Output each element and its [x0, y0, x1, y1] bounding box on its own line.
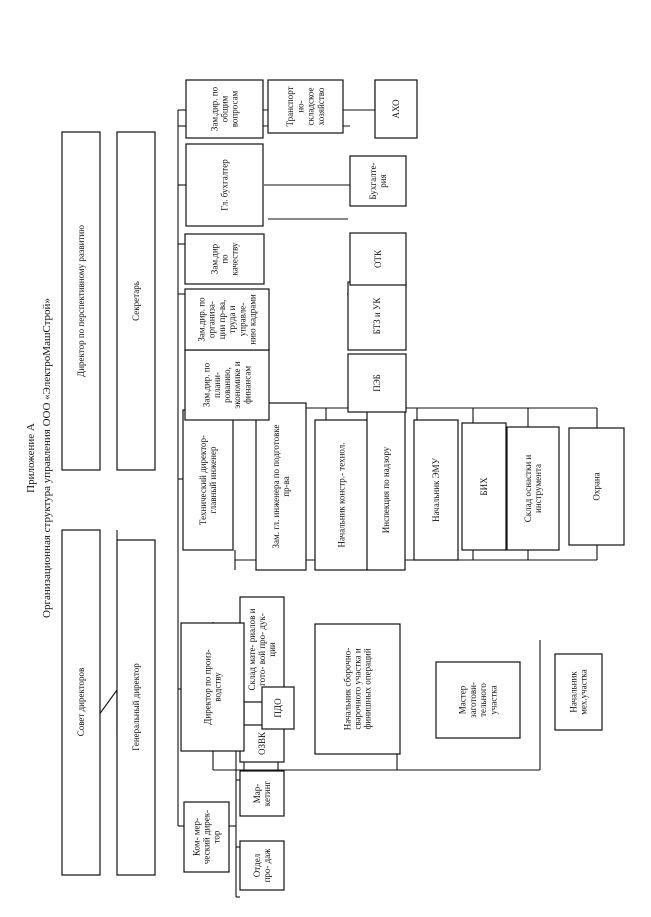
accounting-label: Бухгалте-рия: [368, 162, 388, 199]
secretary-label: Секретарь: [131, 281, 141, 321]
marketing-box: Мар-кетинг: [239, 770, 285, 817]
technical-director-box: Технический директор-главный инженер: [182, 409, 234, 551]
ozvk-box: ОЗВК: [239, 724, 285, 763]
bih-box: БИХ: [461, 422, 507, 551]
deputy-organization-hr-label: Зам.дир. поорганиза-ции пр-ва,труда иупр…: [197, 294, 258, 345]
board-box: Совет директоров: [61, 529, 101, 876]
btz-uk-box: БТЗ и УК: [347, 281, 407, 351]
aho-label: АХО: [391, 99, 401, 119]
appendix-title: Приложение А: [25, 423, 37, 493]
emu-head-label: Начальник ЭМУ: [431, 457, 441, 522]
mechanical-site-head-box: Начальникмех.участка: [554, 653, 603, 731]
general-director-box: Генеральный директор: [116, 539, 156, 876]
deputy-general-affairs-label: Зам.дир. пообщимвопросам: [209, 86, 239, 131]
dev-director-box: Директор по перспективному развитию: [61, 131, 101, 471]
sales-department-label: Отделпро- даж: [252, 848, 272, 883]
btz-uk-label: БТЗ и УК: [372, 297, 382, 335]
deputy-planning-finance-box: Зам.дир. поплани-рованию,экономике ифина…: [184, 349, 270, 421]
commercial-director-label: Ком- мер-ческий дирек-тор: [191, 810, 221, 864]
deputy-organization-hr-box: Зам.дир. поорганиза-ции пр-ва,труда иупр…: [184, 288, 270, 351]
chief-accountant-box: Гл. бухгалтер: [185, 143, 264, 227]
deputy-chief-engineer-label: Зам. гл. инженера по подготовкепр-ва: [271, 425, 291, 549]
chief-accountant-label: Гл. бухгалтер: [220, 159, 230, 211]
tooling-warehouse-label: Склад оснастки иинструмента: [523, 455, 543, 523]
aho-box: АХО: [374, 79, 418, 139]
board-label: Совет директоров: [76, 668, 86, 737]
materials-warehouse-box: Склад мате- риалов игото- вой про- дук-ц…: [239, 596, 285, 703]
pdo-label: ПДО: [273, 698, 283, 718]
materials-warehouse-label: Склад мате- риалов игото- вой про- дук-ц…: [247, 608, 277, 690]
deputy-quality-label: Зам.дирпокачеству: [209, 242, 239, 275]
production-director-box: Директор по произ-водству: [180, 622, 245, 752]
deputy-chief-engineer-box: Зам. гл. инженера по подготовкепр-ва: [255, 402, 307, 571]
deputy-planning-finance-label: Зам.дир. поплани-рованию,экономике ифина…: [202, 361, 253, 408]
deputy-quality-box: Зам.дирпокачеству: [184, 233, 265, 285]
transport-warehouse-box: Транспортно-складскоехозяйство: [267, 79, 344, 134]
pdo-box: ПДО: [261, 686, 295, 730]
marketing-label: Мар-кетинг: [252, 780, 272, 806]
procurement-site-master-label: Мастерзаготови-тельногоучастка: [458, 682, 499, 718]
security-box: Охрана: [568, 427, 625, 546]
bih-label: БИХ: [479, 477, 489, 496]
peb-box: ПЭБ: [347, 353, 407, 413]
otk-label: ОТК: [373, 249, 383, 268]
ozvk-label: ОЗВК: [257, 731, 267, 755]
production-director-label: Директор по произ-водству: [202, 649, 222, 725]
dev-director-label: Директор по перспективному развитию: [76, 225, 86, 377]
supervision-inspection-label: Инспекция по надзору: [381, 446, 391, 533]
accounting-box: Бухгалте-рия: [349, 155, 407, 207]
supervision-inspection-box: Инспекция по надзору: [366, 409, 406, 571]
otk-box: ОТК: [349, 232, 407, 286]
peb-label: ПЭБ: [372, 374, 382, 392]
design-technology-head-label: Начальник констр.- технол.: [337, 442, 347, 547]
transport-warehouse-label: Транспортно-складскоехозяйство: [285, 86, 326, 126]
commercial-director-box: Ком- мер-ческий дирек-тор: [183, 801, 230, 873]
mechanical-site-head-label: Начальникмех.участка: [568, 669, 588, 715]
tooling-warehouse-box: Склад оснастки иинструмента: [506, 426, 560, 551]
design-technology-head-box: Начальник констр.- технол.: [314, 419, 369, 571]
assembly-welding-head-label: Начальник сборочно-сварочного участка иф…: [342, 648, 372, 730]
technical-director-label: Технический директор-главный инженер: [198, 435, 218, 525]
emu-head-box: Начальник ЭМУ: [413, 419, 459, 561]
assembly-welding-head-box: Начальник сборочно-сварочного участка иф…: [314, 623, 401, 755]
sales-department-box: Отделпро- даж: [239, 840, 285, 891]
deputy-general-affairs-box: Зам.дир. пообщимвопросам: [185, 79, 264, 139]
chart-subtitle: Организационная структура управления ООО…: [41, 298, 53, 618]
security-label: Охрана: [592, 472, 602, 500]
general-director-label: Генеральный директор: [131, 663, 141, 751]
secretary-box: Секретарь: [116, 131, 156, 471]
procurement-site-master-box: Мастерзаготови-тельногоучастка: [435, 661, 521, 739]
